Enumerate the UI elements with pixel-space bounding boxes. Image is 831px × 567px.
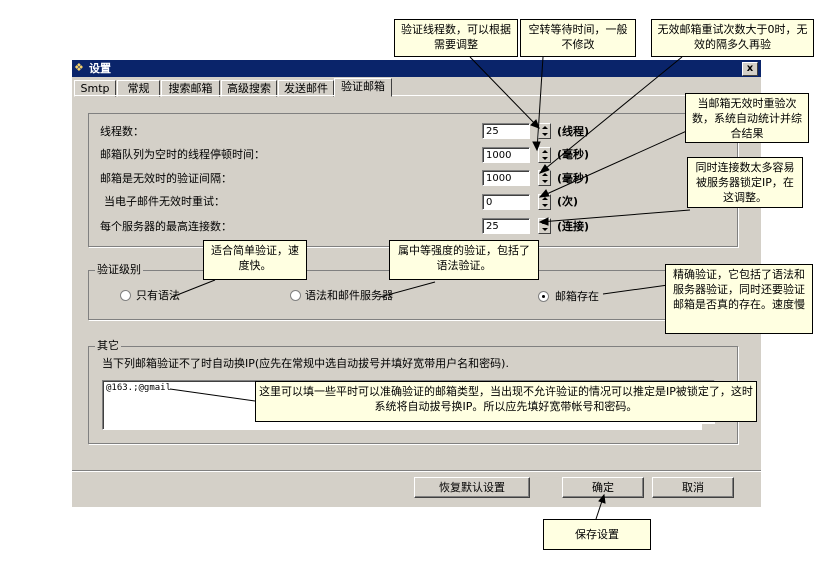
callout-medium-level: 属中等强度的验证，包括了语法验证。 — [389, 240, 539, 280]
callout-idle-wait: 空转等待时间，一般不修改 — [520, 19, 636, 57]
other-label: 其它 — [95, 339, 121, 352]
callout-domains: 这里可以填一些平时可以准确验证的邮箱类型，当出现不允许验证的情况可以推定是IP被… — [255, 381, 757, 422]
callout-invalid-retry: 无效邮箱重试次数大于0时，无效的隔多久再验 — [651, 19, 814, 57]
tab-general[interactable]: 常规 — [117, 80, 160, 97]
bottom-separator — [72, 470, 761, 472]
queue-wait-unit: (毫秒) — [557, 148, 590, 161]
invalid-interval-input[interactable]: 1000 — [482, 170, 530, 186]
tab-panel — [74, 95, 758, 456]
settings-app-icon: ❖ — [74, 61, 84, 74]
tab-verify-mailbox[interactable]: 验证邮箱 — [334, 78, 392, 97]
max-conn-input[interactable]: 25 — [482, 218, 530, 234]
retry-spinner[interactable] — [538, 194, 551, 210]
tab-smtp[interactable]: Smtp — [74, 80, 116, 97]
textarea-scroll-corner — [702, 424, 715, 430]
settings-dialog — [72, 60, 761, 507]
tab-search-mailbox[interactable]: 搜索邮箱 — [161, 80, 220, 97]
callout-retry-count: 当邮箱无效时重验次数，系统自动统计并综合结果 — [685, 93, 809, 143]
title-bar[interactable]: ❖ 设置 x — [72, 60, 761, 77]
thread-count-unit: (线程) — [557, 125, 590, 138]
radio-syntax-server-label[interactable]: 语法和邮件服务器 — [305, 289, 393, 302]
thread-count-label: 线程数： — [100, 125, 144, 138]
max-conn-label: 每个服务器的最高连接数： — [100, 220, 232, 233]
radio-syntax-only[interactable] — [120, 290, 131, 301]
max-conn-unit: (连接) — [557, 220, 590, 233]
callout-syntax-only: 适合简单验证，速度快。 — [203, 240, 307, 280]
callout-max-conn: 同时连接数太多容易被服务器锁定IP，在这调整。 — [687, 157, 803, 208]
invalid-interval-label: 邮箱是无效时的验证间隔： — [100, 172, 232, 185]
invalid-interval-unit: (毫秒) — [557, 172, 590, 185]
radio-mailbox-exists-label[interactable]: 邮箱存在 — [555, 290, 599, 303]
thread-count-input[interactable]: 25 — [482, 123, 530, 139]
callout-save: 保存设置 — [543, 519, 651, 550]
radio-syntax-only-label[interactable]: 只有语法 — [136, 289, 180, 302]
queue-wait-label: 邮箱队列为空时的线程停顿时间： — [100, 148, 265, 161]
window-title: 设置 — [89, 62, 111, 75]
auto-ip-hint: 当下列邮箱验证不了时自动换IP(应先在常规中选自动拔号并填好宽带用户名和密码). — [102, 357, 509, 370]
retry-label: 当电子邮件无效时重试： — [104, 195, 225, 208]
restore-defaults-button[interactable]: 恢复默认设置 — [414, 477, 530, 498]
close-button[interactable]: x — [742, 62, 758, 76]
tab-send-mail[interactable]: 发送邮件 — [278, 80, 334, 97]
callout-threads: 验证线程数，可以根据需要调整 — [394, 19, 518, 57]
retry-input[interactable]: 0 — [482, 194, 530, 210]
queue-wait-spinner[interactable] — [538, 147, 551, 163]
tab-advanced-search[interactable]: 高级搜索 — [221, 80, 277, 97]
queue-wait-input[interactable]: 1000 — [482, 147, 530, 163]
cancel-button[interactable]: 取消 — [652, 477, 734, 498]
callout-exact-level: 精确验证，它包括了语法和服务器验证，同时还要验证邮箱是否真的存在。速度慢 — [665, 264, 813, 334]
ok-button[interactable]: 确定 — [562, 477, 644, 498]
radio-mailbox-exists[interactable] — [538, 291, 549, 302]
retry-unit: (次) — [557, 195, 579, 208]
radio-syntax-server[interactable] — [290, 290, 301, 301]
verify-level-label: 验证级别 — [95, 263, 143, 276]
